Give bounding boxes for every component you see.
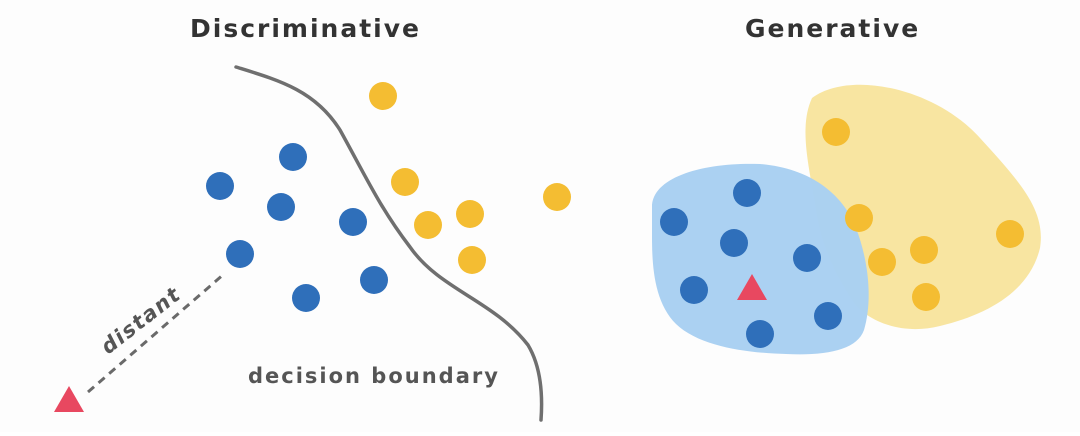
blue-point [814,302,842,330]
discriminative-panel: distant decision boundary [54,65,571,422]
blue-point [660,208,688,236]
yellow-point [456,200,484,228]
blue-point [360,266,388,294]
yellow-point [996,220,1024,248]
decision-boundary-line [234,65,544,422]
blue-region [652,163,869,355]
blue-point [793,244,821,272]
generative-panel [652,84,1041,355]
discriminative-yellow-points [369,82,571,274]
blue-point [226,240,254,268]
distance-dashed-line [87,272,225,394]
test-point-triangle [54,386,84,412]
blue-point [680,276,708,304]
generative-blue-points [660,179,842,348]
yellow-point [458,246,486,274]
yellow-point [543,183,571,211]
blue-point [267,193,295,221]
yellow-point [912,283,940,311]
generative-test-point-triangle [737,274,767,300]
generative-title: Generative [745,14,921,43]
blue-point [746,320,774,348]
yellow-point [910,236,938,264]
blue-point [339,208,367,236]
yellow-point [369,82,397,110]
blue-point [292,284,320,312]
generative-yellow-points [822,118,1024,311]
yellow-point [822,118,850,146]
discriminative-blue-points [206,143,388,312]
yellow-point [868,248,896,276]
decision-boundary-label: decision boundary [248,364,500,388]
yellow-point [845,204,873,232]
yellow-point [391,168,419,196]
distance-label: distant [96,282,185,359]
blue-point [206,172,234,200]
yellow-point [414,211,442,239]
blue-point [720,229,748,257]
blue-point [279,143,307,171]
blue-point [733,179,761,207]
discriminative-title: Discriminative [190,14,421,43]
